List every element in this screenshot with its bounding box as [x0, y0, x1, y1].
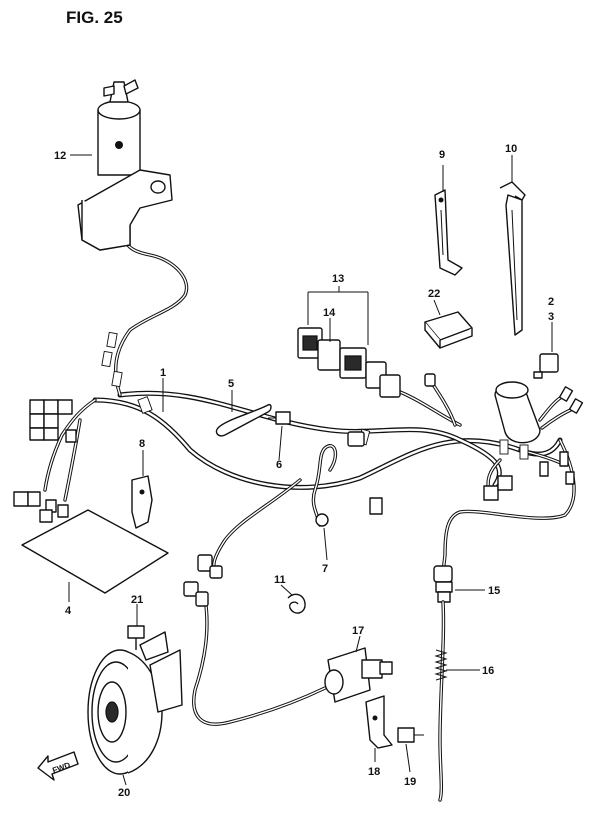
neutral-switch — [433, 565, 453, 802]
bracket-screw — [397, 727, 424, 743]
ignition-switch — [77, 79, 173, 251]
callout-18: 18 — [368, 766, 380, 778]
callout-5: 5 — [228, 378, 234, 390]
callout-9: 9 — [439, 149, 445, 161]
callout-4: 4 — [65, 605, 72, 617]
hose-clamp — [287, 593, 306, 614]
clamp-screw — [268, 411, 291, 425]
callout-20: 20 — [118, 787, 130, 799]
callout-17: 17 — [352, 625, 364, 637]
callout-21: 21 — [131, 594, 143, 606]
switch-bracket — [365, 695, 393, 749]
horn-branch-connectors — [183, 554, 223, 607]
callout-11: 11 — [274, 574, 286, 586]
callout-8: 8 — [139, 438, 145, 450]
return-spring — [434, 649, 448, 681]
callout-2: 2 — [548, 296, 554, 308]
wire-clamp — [215, 403, 272, 437]
figure-title: FIG. 25 — [66, 8, 123, 27]
callout-1: 1 — [160, 367, 166, 379]
leader-lines — [68, 154, 553, 786]
protective-sheet — [21, 509, 169, 594]
fuse-holder — [494, 381, 584, 444]
terminal-cap — [533, 353, 559, 379]
brake-light-switch — [324, 647, 393, 703]
harness-bracket — [131, 475, 153, 529]
forward-arrow-icon: FWD — [37, 751, 79, 781]
harness-connector-cluster — [13, 399, 77, 523]
callout-7: 7 — [322, 563, 328, 575]
callout-19: 19 — [404, 776, 416, 788]
cable-tie — [499, 181, 526, 336]
relay-connector-set — [297, 327, 401, 398]
ground-terminal — [315, 513, 329, 527]
callout-labels: 1 2 3 4 5 6 7 8 9 10 11 12 13 14 15 16 1… — [54, 143, 554, 799]
callout-14: 14 — [323, 307, 336, 319]
horn-bolt — [127, 625, 145, 650]
callout-10: 10 — [505, 143, 517, 155]
horn — [87, 631, 183, 775]
harness-end-connectors — [347, 373, 575, 515]
harness-clamp — [434, 189, 463, 276]
callout-15: 15 — [488, 585, 500, 597]
callout-16: 16 — [482, 665, 494, 677]
callout-13: 13 — [332, 273, 344, 285]
cushion-pad — [424, 311, 473, 349]
callout-6: 6 — [276, 459, 282, 471]
callout-12: 12 — [54, 150, 66, 162]
callout-22: 22 — [428, 288, 440, 300]
callout-3: 3 — [548, 311, 554, 323]
